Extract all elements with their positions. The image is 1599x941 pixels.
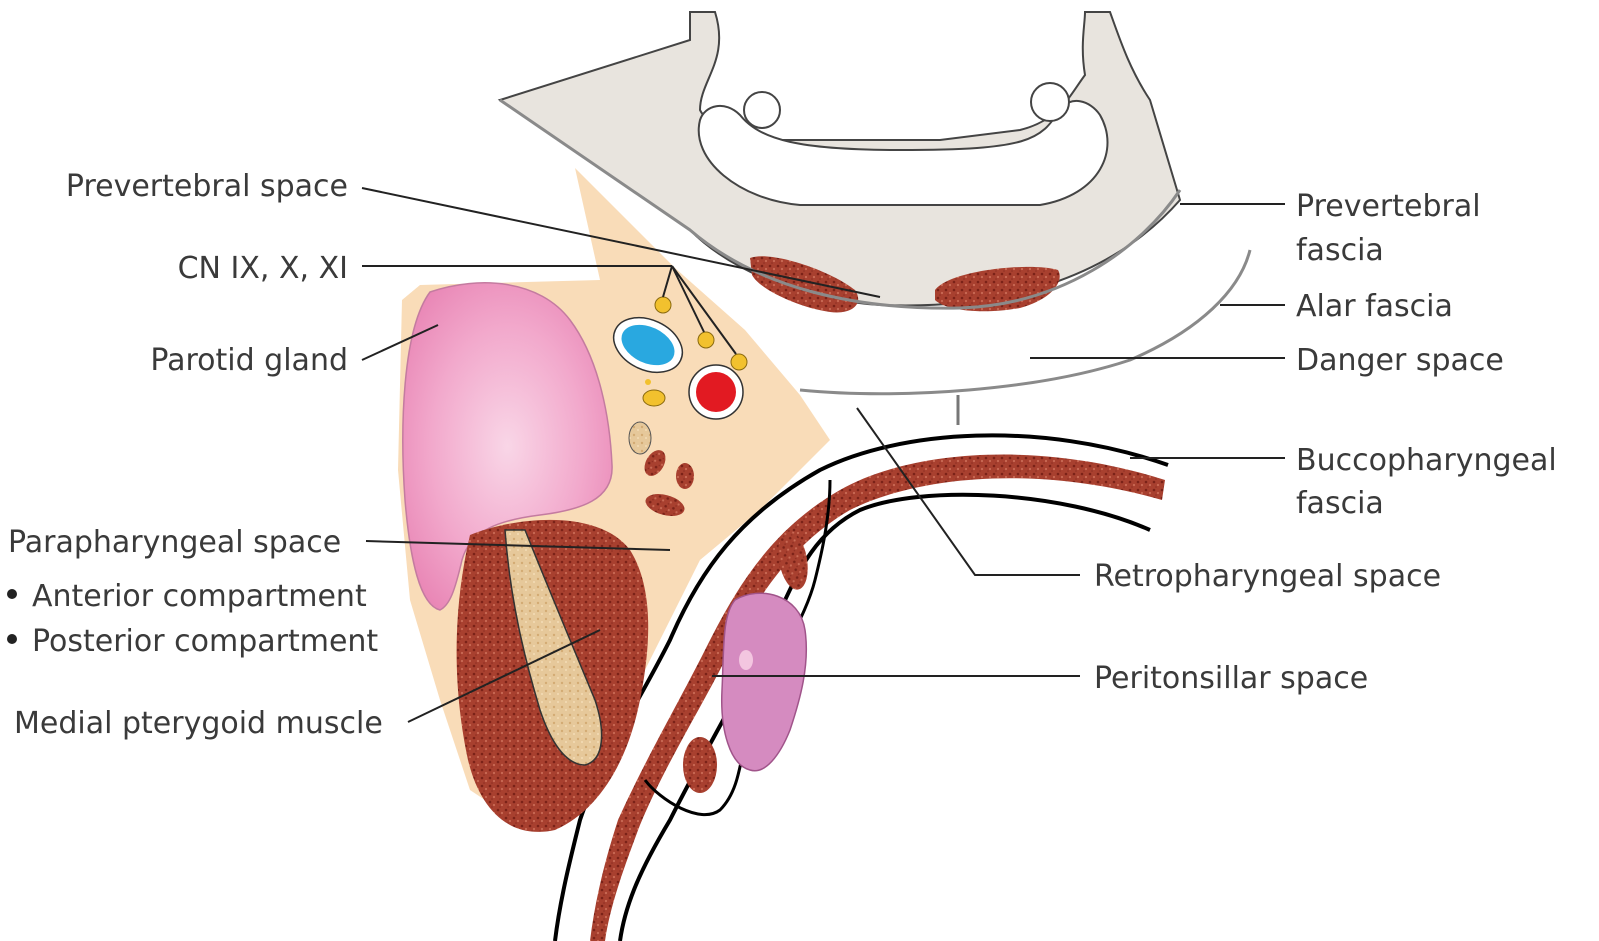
label-posterior-compartment: Posterior compartment	[32, 624, 378, 659]
label-medial-pterygoid: Medial pterygoid muscle	[14, 706, 383, 741]
label-parapharyngeal-space: Parapharyngeal space	[8, 525, 341, 560]
label-prevertebral-fascia-line1: Prevertebral	[1296, 189, 1481, 224]
label-peritonsillar-space: Peritonsillar space	[1094, 661, 1368, 696]
internal-carotid-artery	[696, 372, 736, 412]
label-buccopharyngeal-line2: fascia	[1296, 486, 1384, 521]
pharyngeal-wall-inner	[620, 495, 1150, 941]
foramen-right	[1031, 83, 1069, 121]
label-danger-space: Danger space	[1296, 343, 1504, 378]
nerve-xii	[643, 390, 665, 406]
label-retropharyngeal-space: Retropharyngeal space	[1094, 559, 1441, 594]
nerve-x	[698, 332, 714, 348]
nerve-ix	[655, 297, 671, 313]
tonsil-highlight	[739, 650, 753, 670]
nerve-xi	[731, 354, 747, 370]
palatoglossus	[683, 737, 717, 793]
lymph-node	[629, 422, 651, 454]
label-cn: CN IX, X, XI	[178, 251, 348, 286]
label-parotid-gland: Parotid gland	[150, 343, 348, 378]
foramen-left	[744, 92, 780, 128]
label-alar-fascia: Alar fascia	[1296, 289, 1453, 324]
label-prevertebral-fascia-line2: fascia	[1296, 233, 1384, 268]
bullet-posterior	[7, 634, 17, 644]
label-prevertebral-space: Prevertebral space	[66, 169, 348, 204]
tonsil	[722, 593, 807, 771]
label-anterior-compartment: Anterior compartment	[32, 579, 367, 614]
label-buccopharyngeal-line1: Buccopharyngeal	[1296, 443, 1557, 478]
stylo-muscle-2	[676, 463, 694, 489]
nerve-small	[645, 379, 651, 385]
bullet-anterior	[7, 589, 17, 599]
